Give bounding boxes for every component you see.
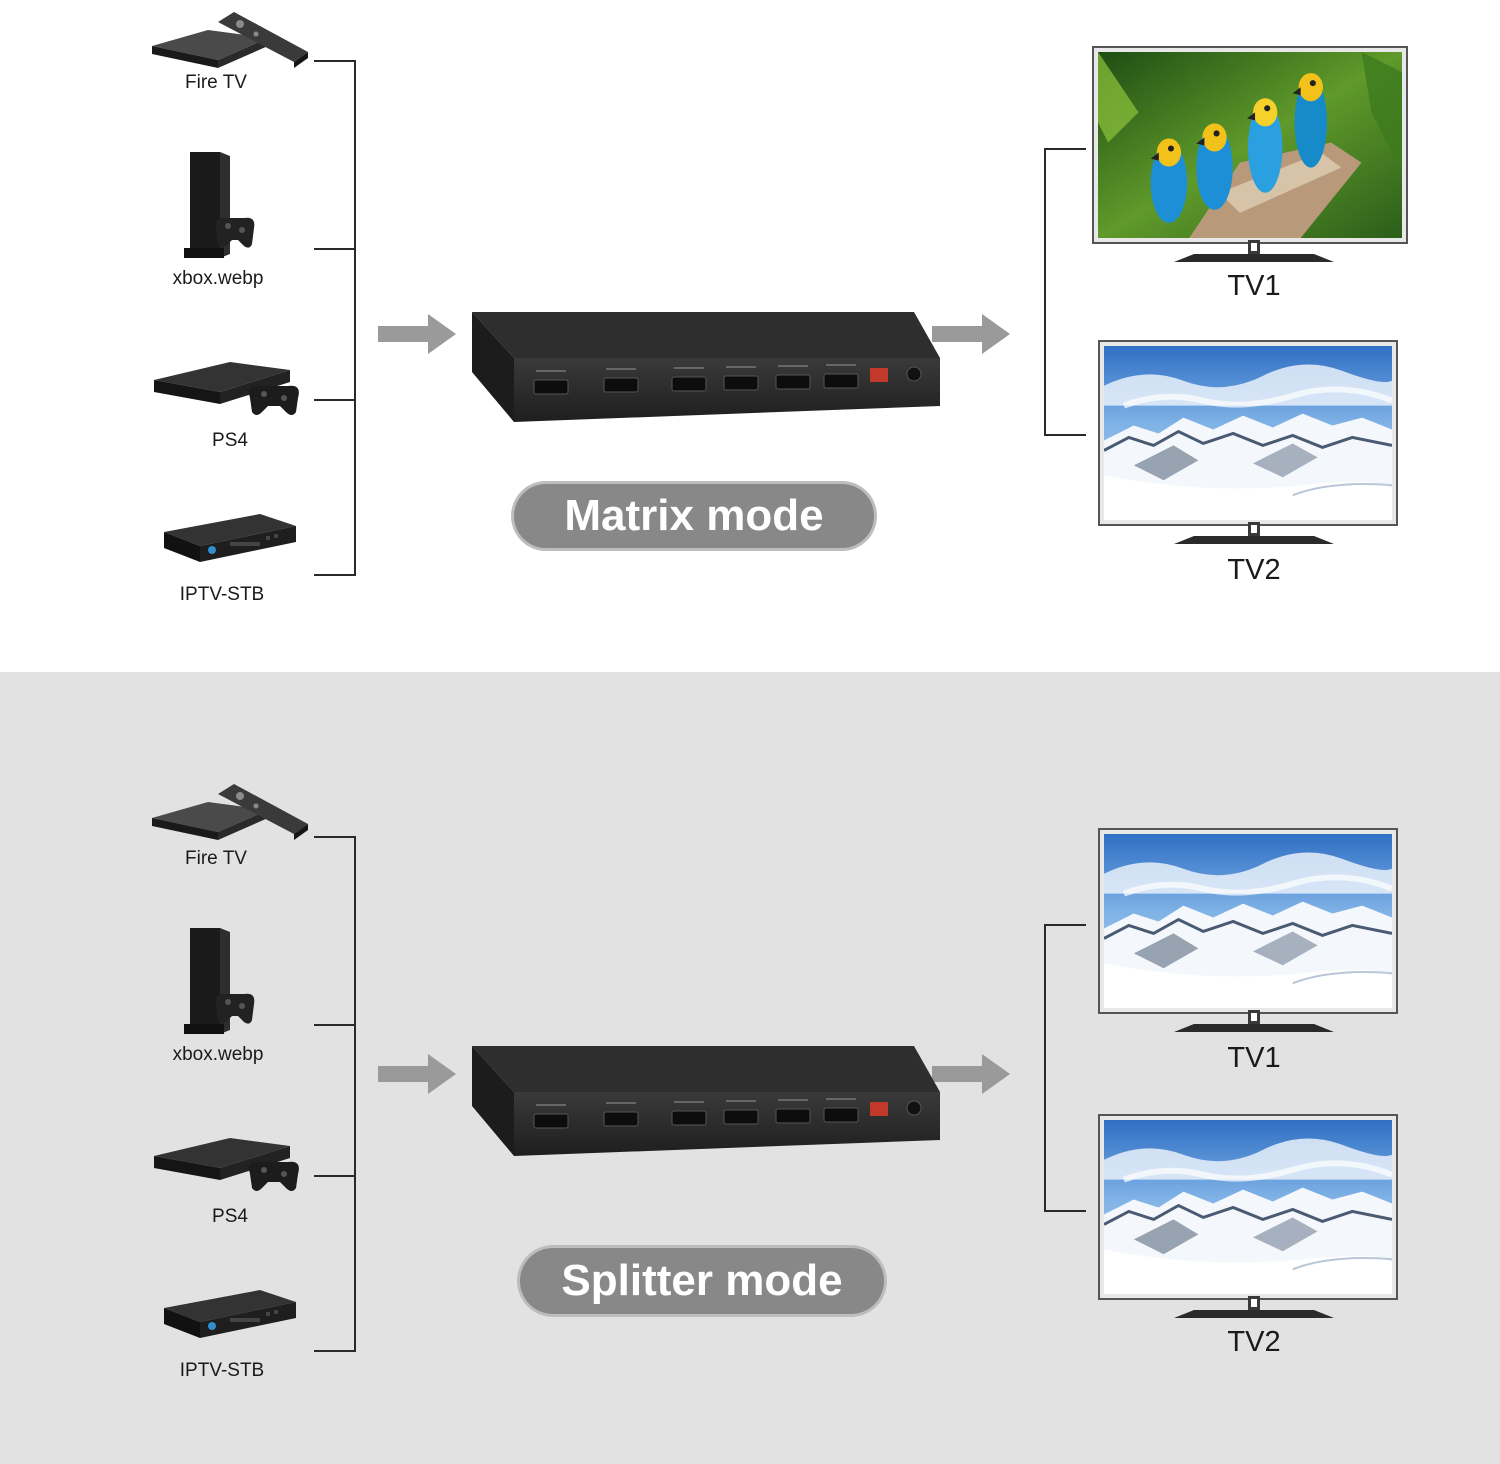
xbox-console-icon — [180, 924, 260, 1039]
mode-label-matrix: Matrix mode — [514, 484, 874, 548]
source-label-ps4: PS4 — [212, 1206, 248, 1227]
source-label-ps4: PS4 — [212, 430, 248, 451]
input-arrow-icon — [378, 314, 456, 354]
input-arrow-icon — [378, 1054, 456, 1094]
tv1-label: TV1 — [1227, 270, 1281, 302]
ps4-console-icon — [150, 354, 310, 419]
input-connector-line — [314, 1024, 356, 1026]
input-connector-line — [314, 399, 356, 401]
output-connector-bracket — [1044, 924, 1086, 1212]
source-label-fire-tv: Fire TV — [185, 848, 247, 869]
input-connector-line — [314, 1175, 356, 1177]
tv-stand-icon — [1174, 1296, 1334, 1318]
tv2-label: TV2 — [1227, 554, 1281, 586]
tv2-label: TV2 — [1227, 1326, 1281, 1358]
input-connector-line — [314, 248, 356, 250]
tv-stand-icon — [1174, 1010, 1334, 1032]
output-arrow-icon — [932, 1054, 1010, 1094]
set-top-box-icon — [160, 1286, 300, 1346]
source-label-iptv-stb: IPTV-STB — [179, 1360, 265, 1381]
tv2-screen — [1100, 1116, 1396, 1298]
tv-stand-icon — [1174, 240, 1334, 262]
output-arrow-icon — [932, 314, 1010, 354]
ps4-console-icon — [150, 1130, 310, 1195]
tv-stand-icon — [1174, 522, 1334, 544]
mode-label-splitter: Splitter mode — [520, 1248, 884, 1314]
xbox-console-icon — [180, 148, 260, 263]
source-label-xbox: xbox.webp — [172, 268, 264, 289]
tv2-screen — [1100, 342, 1396, 524]
output-connector-bracket — [1044, 148, 1086, 436]
splitter-mode-panel: Fire TV xbox.webp PS4 IPTV-STB Splitter … — [0, 672, 1500, 1464]
fire-tv-icon — [148, 8, 318, 78]
hdmi-matrix-device — [464, 302, 944, 432]
tv1-screen — [1094, 48, 1406, 242]
input-connector-bracket — [314, 836, 356, 1352]
input-connector-bracket — [314, 60, 356, 576]
source-label-fire-tv: Fire TV — [185, 72, 247, 93]
tv1-label: TV1 — [1227, 1042, 1281, 1074]
matrix-mode-panel: Fire TV xbox.webp PS4 IPTV-STB Matrix mo… — [0, 0, 1500, 672]
set-top-box-icon — [160, 510, 300, 570]
source-label-xbox: xbox.webp — [172, 1044, 264, 1065]
hdmi-matrix-device — [464, 1036, 944, 1166]
tv1-screen — [1100, 830, 1396, 1012]
source-label-iptv-stb: IPTV-STB — [179, 584, 265, 605]
fire-tv-icon — [148, 780, 318, 850]
